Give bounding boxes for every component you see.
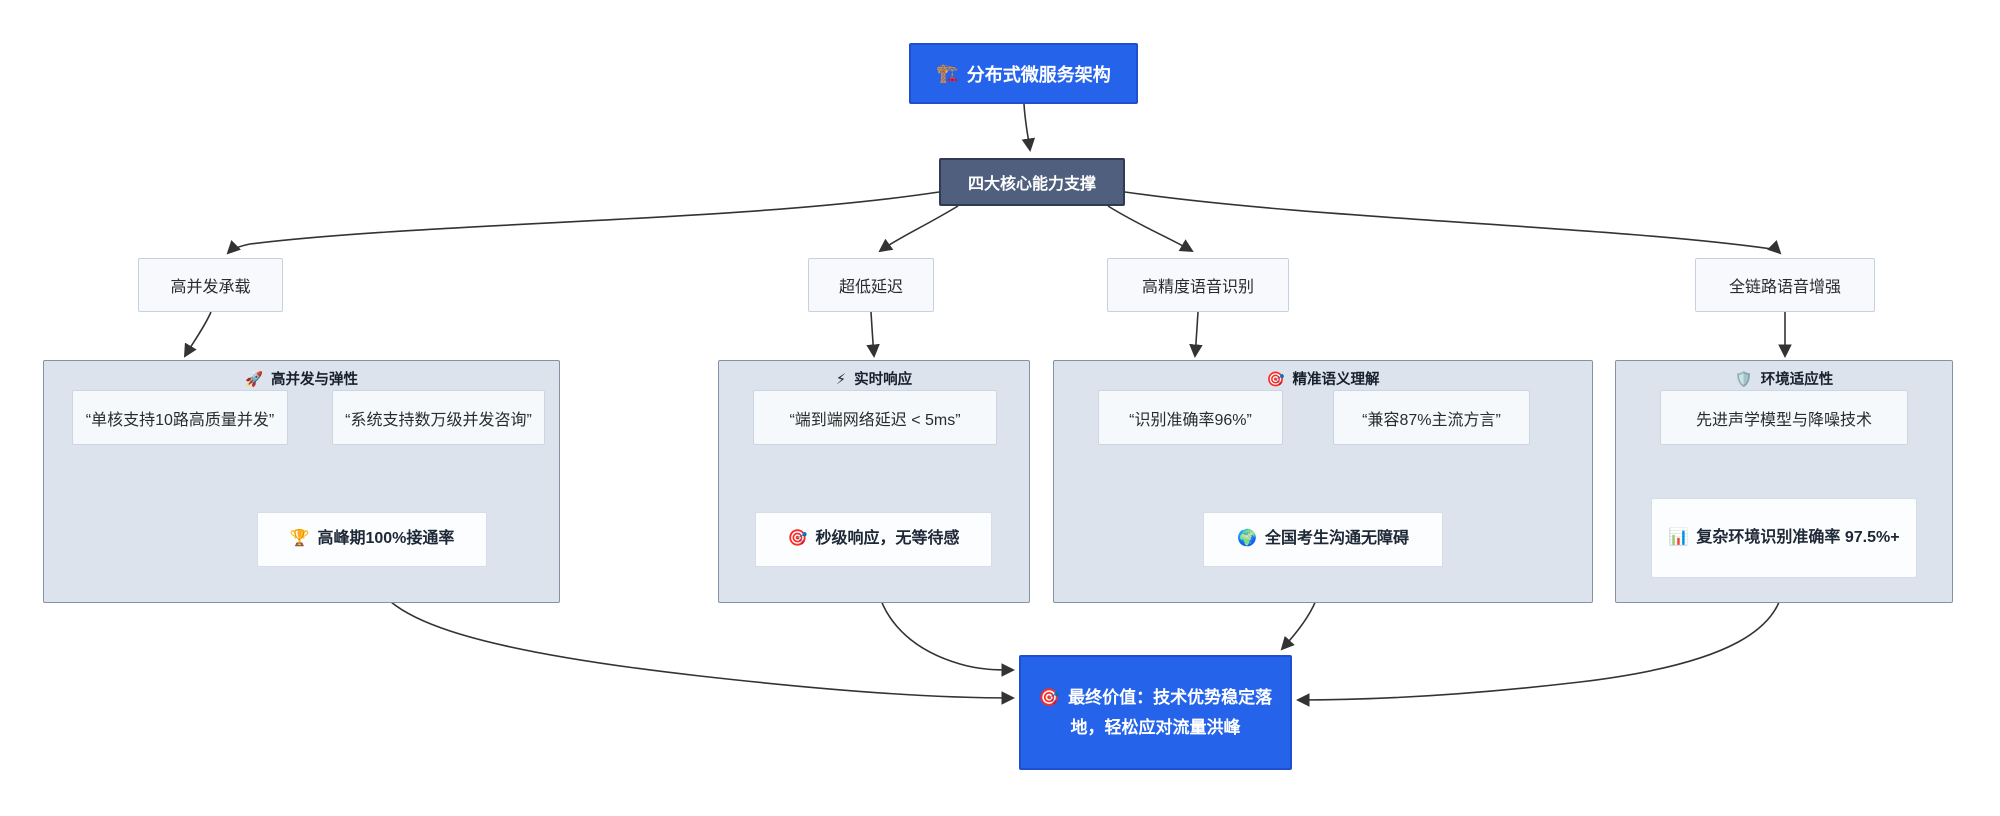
target-icon: 🎯 xyxy=(1266,372,1285,388)
quote-node-system-concurrency: “系统支持数万级并发咨询” xyxy=(332,390,545,445)
edge-branch1-group1 xyxy=(183,311,212,358)
root-node: 🏗️ 分布式微服务架构 xyxy=(909,43,1138,104)
target-icon: 🎯 xyxy=(787,530,808,548)
rocket-icon: 🚀 xyxy=(244,372,264,388)
group-concurrency-title: 🚀高并发与弹性 xyxy=(244,372,359,388)
branch-node-concurrency: 高并发承载 xyxy=(138,258,283,312)
shield-icon: 🛡️ xyxy=(1734,372,1753,388)
edge-result4-final xyxy=(1295,577,1785,707)
group-realtime-title: ⚡实时响应 xyxy=(835,372,913,388)
globe-icon: 🌍 xyxy=(1237,530,1257,548)
trophy-icon: 🏆 xyxy=(289,530,310,548)
root-label: 分布式微服务架构 xyxy=(966,64,1111,85)
group-semantics-title: 🎯精准语义理解 xyxy=(1266,372,1380,388)
lightning-icon: ⚡ xyxy=(835,372,847,388)
result-node-nationwide: 🌍全国考生沟通无障碍 xyxy=(1203,512,1443,567)
construction-crane-icon: 🏗️ xyxy=(936,63,959,83)
edge-result1-final xyxy=(371,566,1016,705)
final-value-node: 🎯 最终价值：技术优势稳定落地，轻松应对流量洪峰 xyxy=(1019,655,1292,770)
quote-node-core-concurrency: “单核支持10路高质量并发” xyxy=(72,390,288,445)
quote-node-network-latency: “端到端网络延迟 < 5ms” xyxy=(753,390,997,445)
hub-node: 四大核心能力支撑 xyxy=(939,158,1125,206)
result-node-env-accuracy: 📊复杂环境识别准确率 97.5%+ xyxy=(1651,498,1917,578)
edge-hub-branch4 xyxy=(1124,191,1782,255)
edge-root-hub xyxy=(1021,103,1036,153)
result-node-instant-response: 🎯秒级响应，无等待感 xyxy=(755,512,992,567)
edge-hub-branch2 xyxy=(878,205,959,253)
branch-node-recognition: 高精度语音识别 xyxy=(1107,258,1289,312)
edge-hub-branch3 xyxy=(1107,205,1194,253)
group-environment-title: 🛡️环境适应性 xyxy=(1734,372,1834,388)
edge-hub-branch1 xyxy=(226,191,940,255)
final-value-label: 最终价值：技术优势稳定落地，轻松应对流量洪峰 xyxy=(1068,687,1273,737)
quote-node-accuracy: “识别准确率96%” xyxy=(1098,390,1283,445)
branch-node-enhancement: 全链路语音增强 xyxy=(1695,258,1875,312)
edge-branch3-group3 xyxy=(1189,311,1203,359)
target-icon: 🎯 xyxy=(1038,687,1061,707)
bar-chart-icon: 📊 xyxy=(1668,528,1689,546)
hub-label: 四大核心能力支撑 xyxy=(967,176,1096,193)
quote-node-acoustic-model: 先进声学模型与降噪技术 xyxy=(1660,390,1908,445)
quote-node-dialects: “兼容87%主流方言” xyxy=(1333,390,1530,445)
edge-branch2-group2 xyxy=(866,311,880,359)
result-node-connect-rate: 🏆高峰期100%接通率 xyxy=(257,512,487,567)
branch-node-latency: 超低延迟 xyxy=(808,258,934,312)
